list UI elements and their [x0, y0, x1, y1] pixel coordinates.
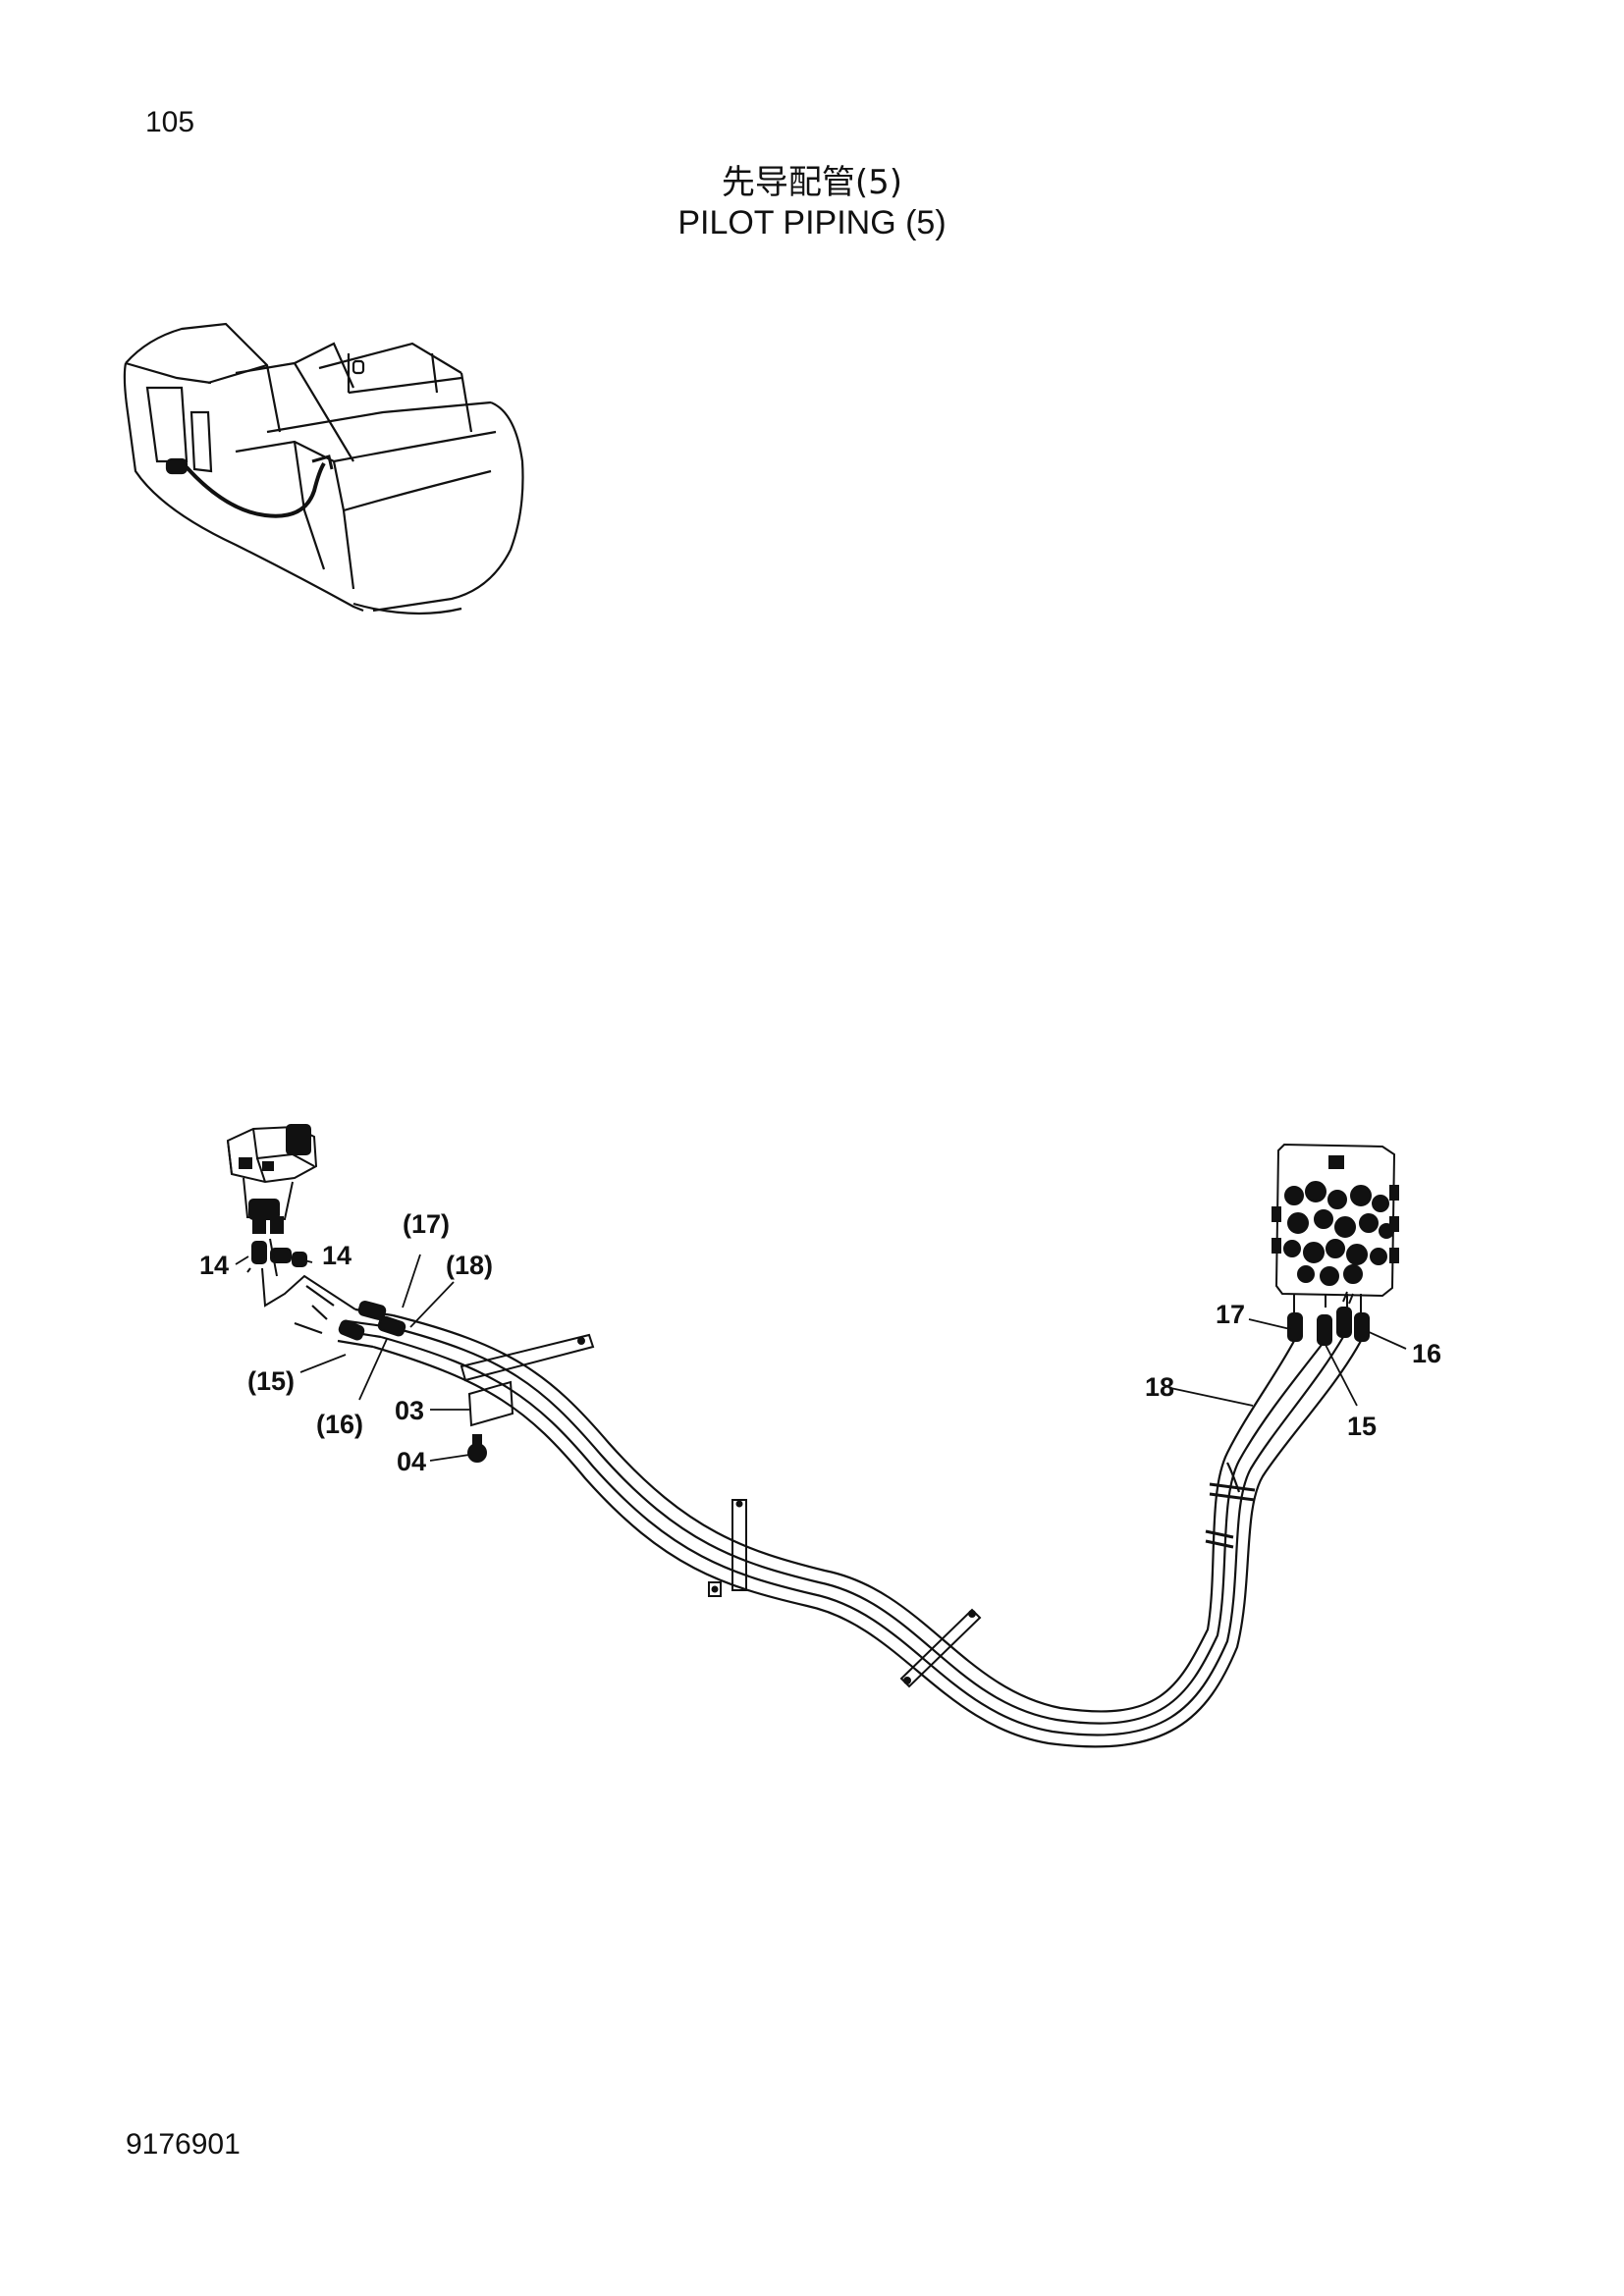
callout-16: 16: [1412, 1339, 1441, 1368]
callout-04: 04: [397, 1447, 426, 1476]
callout-17: 17: [1216, 1300, 1245, 1329]
page-title-english: PILOT PIPING (5): [677, 204, 947, 241]
page-number: 105: [145, 106, 195, 138]
callout-14-left: 14: [199, 1251, 229, 1280]
page-title-chinese: 先导配管(5): [721, 163, 903, 202]
excavator-overview-illustration: [123, 322, 524, 615]
callout-03: 03: [395, 1396, 424, 1425]
callout-15-parenthesized: (15): [247, 1366, 295, 1396]
document-number: 9176901: [126, 2128, 241, 2161]
hose-clamps: [708, 1482, 1256, 1688]
bolt-item-04: [467, 1434, 487, 1463]
callout-18: 18: [1145, 1372, 1174, 1402]
control-valve-right: [1272, 1143, 1399, 1315]
callout-14-right: 14: [322, 1241, 352, 1270]
right-end-fittings: [1287, 1307, 1370, 1346]
callout-17-parenthesized: (17): [403, 1209, 450, 1239]
callout-15: 15: [1347, 1412, 1377, 1441]
callout-labels: (17) (18) 14 14 (15) (16) 03 04 17 16 18…: [199, 1209, 1441, 1476]
pilot-valve-left: [226, 1124, 318, 1234]
clamp-plate-item-03: [460, 1333, 595, 1427]
callout-16-parenthesized: (16): [316, 1410, 363, 1439]
callout-18-parenthesized: (18): [446, 1251, 493, 1280]
leader-lines: [235, 1254, 1407, 1462]
left-hose-end-fittings: [338, 1300, 406, 1341]
fittings-item-14: [246, 1238, 356, 1310]
hose-bundle: [294, 1285, 1362, 1748]
